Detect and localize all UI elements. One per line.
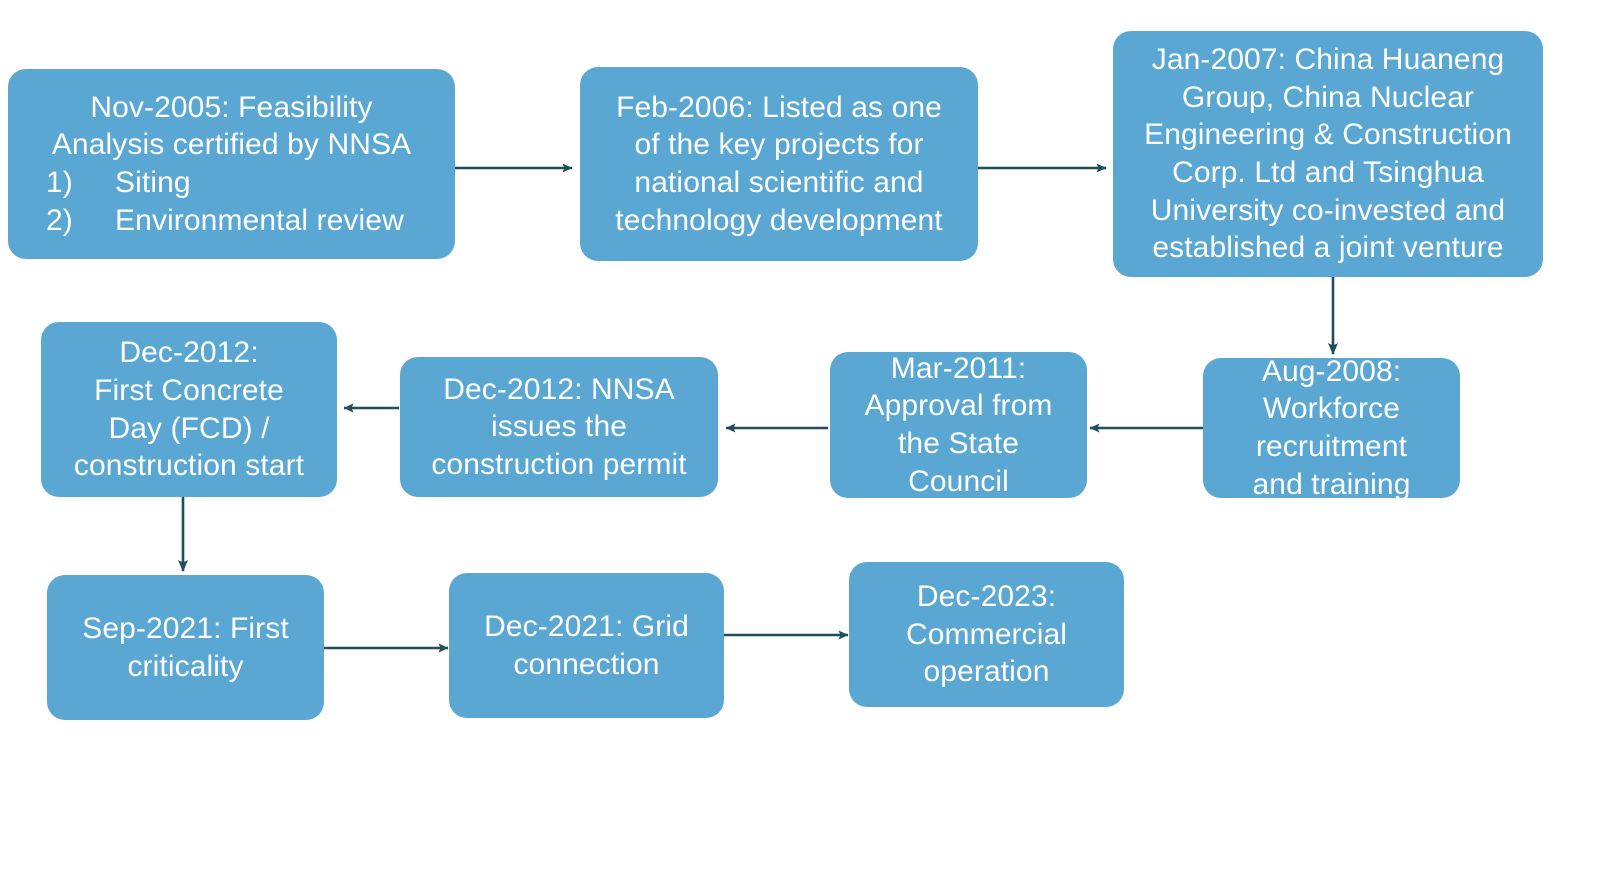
node-dec-2012-first-concrete-day[interactable]: Dec-2012: First Concrete Day (FCD) / con… [41, 322, 337, 497]
node-line: Mar-2011: [890, 351, 1027, 385]
node-nov-2005-feasibility[interactable]: Nov-2005: Feasibility Analysis certified… [8, 69, 455, 259]
node-line: established a joint venture [1152, 231, 1504, 265]
node-line: Analysis certified by NNSA [51, 128, 412, 162]
node-aug-2008-workforce[interactable]: Aug-2008: Workforce recruitment and trai… [1203, 355, 1460, 501]
node-mar-2011-state-council[interactable]: Mar-2011: Approval from the State Counci… [830, 352, 1087, 498]
node-dec-2023-commercial-operation[interactable]: Dec-2023: Commercial operation [849, 562, 1124, 707]
node-list-item: 2) Environmental review [46, 203, 404, 237]
node-line: Dec-2012: NNSA [443, 372, 675, 406]
node-line: Jan-2007: China Huaneng [1151, 43, 1505, 77]
node-line: and training [1252, 467, 1411, 501]
node-line: Commercial [905, 617, 1068, 651]
node-line: criticality [127, 649, 244, 683]
node-line: Council [908, 464, 1009, 498]
node-line: Engineering & Construction [1144, 118, 1512, 152]
node-line: of the key projects for [634, 128, 924, 162]
node-line: Dec-2012: [119, 336, 259, 370]
node-dec-2021-grid-connection[interactable]: Dec-2021: Grid connection [449, 573, 724, 718]
node-line: Approval from [864, 389, 1053, 423]
node-line: First Concrete [94, 373, 284, 407]
node-line: national scientific and [634, 166, 924, 199]
node-line: operation [923, 655, 1050, 689]
node-line: connection [513, 647, 660, 681]
node-feb-2006-key-project[interactable]: Feb-2006: Listed as one of the key proje… [580, 67, 978, 261]
node-line: Day (FCD) / [108, 411, 270, 445]
node-list-item: 1) Siting [46, 166, 191, 199]
node-line: technology development [615, 203, 943, 237]
node-dec-2012-construction-permit[interactable]: Dec-2012: NNSA issues the construction p… [400, 357, 718, 497]
node-line: recruitment [1255, 430, 1408, 463]
node-line: construction permit [431, 447, 687, 481]
node-line: construction start [73, 449, 305, 483]
node-line: Group, China Nuclear [1181, 80, 1475, 114]
node-line: Dec-2023: [916, 580, 1057, 614]
node-jan-2007-joint-venture[interactable]: Jan-2007: China Huaneng Group, China Nuc… [1113, 31, 1543, 277]
node-line: Sep-2021: First [82, 611, 289, 645]
node-line: issues the [490, 410, 628, 444]
node-sep-2021-first-criticality[interactable]: Sep-2021: First criticality [47, 575, 324, 720]
node-line: Corp. Ltd and Tsinghua [1172, 156, 1484, 189]
node-line: Dec-2021: Grid [484, 609, 689, 643]
node-line: Workforce [1262, 392, 1401, 426]
node-line: Feb-2006: Listed as one [616, 90, 942, 124]
node-line: Aug-2008: [1261, 354, 1402, 388]
node-line: Nov-2005: Feasibility [90, 90, 373, 124]
node-line: University co-invested and [1150, 193, 1506, 227]
node-line: the State [898, 427, 1019, 460]
